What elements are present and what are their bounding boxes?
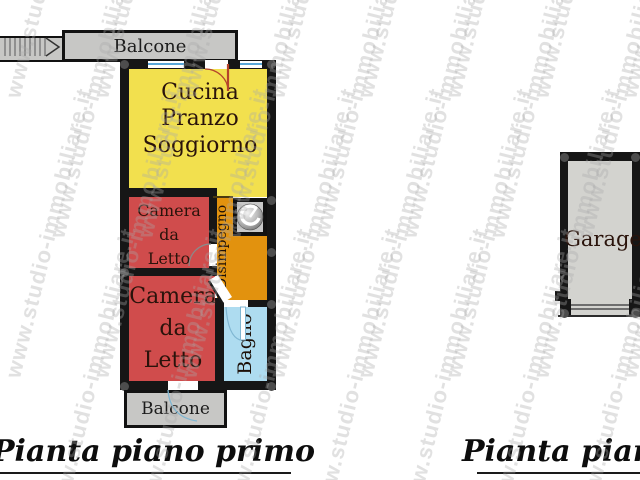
wall-joint-dot	[560, 309, 569, 318]
staircase-arrow-icon	[45, 37, 61, 57]
room-garage	[566, 159, 634, 307]
door-gap-entry	[205, 60, 228, 69]
door-gap-camera1	[209, 244, 217, 266]
wall-joint-dot	[631, 153, 640, 162]
wall-left	[120, 60, 129, 390]
room-label-cucina: Cucina Pranzo Soggiorno	[142, 80, 258, 158]
garage-wall-right	[632, 152, 640, 301]
door-gap-balcone	[168, 381, 198, 390]
room-label-balcone-bottom: Balcone	[141, 399, 210, 419]
wall-joint-dot	[120, 60, 129, 69]
room-balcone-bottom: Balcone	[124, 390, 227, 428]
window-glass-icon	[148, 63, 184, 65]
spiral-staircase-icon	[239, 204, 261, 226]
room-camera-2	[129, 276, 215, 381]
caption-first-floor: Pianta piano primo	[0, 434, 315, 469]
wall-joint-dot	[120, 382, 129, 391]
door-arc	[225, 306, 241, 341]
door-leaf	[240, 306, 246, 341]
wall-joint-dot	[267, 382, 276, 391]
wall-joint-dot	[267, 60, 276, 69]
wall-joint-dot	[267, 300, 276, 309]
garage-wall-step	[555, 291, 568, 301]
garage-wall-left	[560, 152, 568, 301]
wall-joint-dot	[631, 309, 640, 318]
room-label-balcone-top: Balcone	[113, 35, 187, 57]
garage-post-left	[560, 299, 571, 317]
room-label-camera-1: Camera da Letto	[137, 201, 201, 268]
caption-ground-floor: Pianta piano	[462, 434, 640, 469]
garage-post-right	[629, 299, 640, 317]
door-threshold	[207, 280, 225, 305]
room-label-garage: Garage	[564, 227, 640, 251]
external-staircase-steps	[4, 38, 46, 56]
caption-underline	[477, 472, 640, 474]
garage-wall-top	[560, 152, 640, 161]
garage-door-line	[571, 304, 629, 306]
room-cucina	[129, 69, 267, 197]
window-glass-icon	[240, 63, 262, 65]
wall-cucina-camera1	[120, 188, 213, 197]
wall-bottom	[120, 381, 276, 390]
wall-cucina-disimpegno-threshold	[213, 196, 233, 198]
room-balcone-top: Balcone	[62, 30, 238, 62]
garage-door-sill	[558, 315, 640, 317]
wall-joint-dot	[267, 196, 276, 205]
wall-joint-dot	[267, 248, 276, 257]
garage-door-line	[571, 308, 629, 310]
room-camera-1	[129, 197, 209, 268]
wall-top	[120, 60, 276, 69]
wall-camera1-camera2	[120, 268, 217, 276]
wall-camera1-disimpegno	[209, 188, 217, 268]
wall-camera2-bagno	[215, 298, 224, 381]
door-arc	[167, 389, 198, 422]
wall-joint-dot	[120, 268, 129, 277]
door-arc	[204, 68, 229, 92]
door-gap-bagno	[224, 300, 248, 307]
door-gap-diagonal	[209, 275, 232, 303]
spiral-staircase-icon	[249, 206, 258, 218]
caption-underline	[0, 472, 291, 474]
wall-bagno-top	[248, 300, 267, 307]
wall-right	[267, 60, 276, 390]
door-arc	[188, 243, 212, 267]
wall-joint-dot	[560, 153, 569, 162]
room-label-camera-2: Camera da Letto	[129, 284, 217, 373]
